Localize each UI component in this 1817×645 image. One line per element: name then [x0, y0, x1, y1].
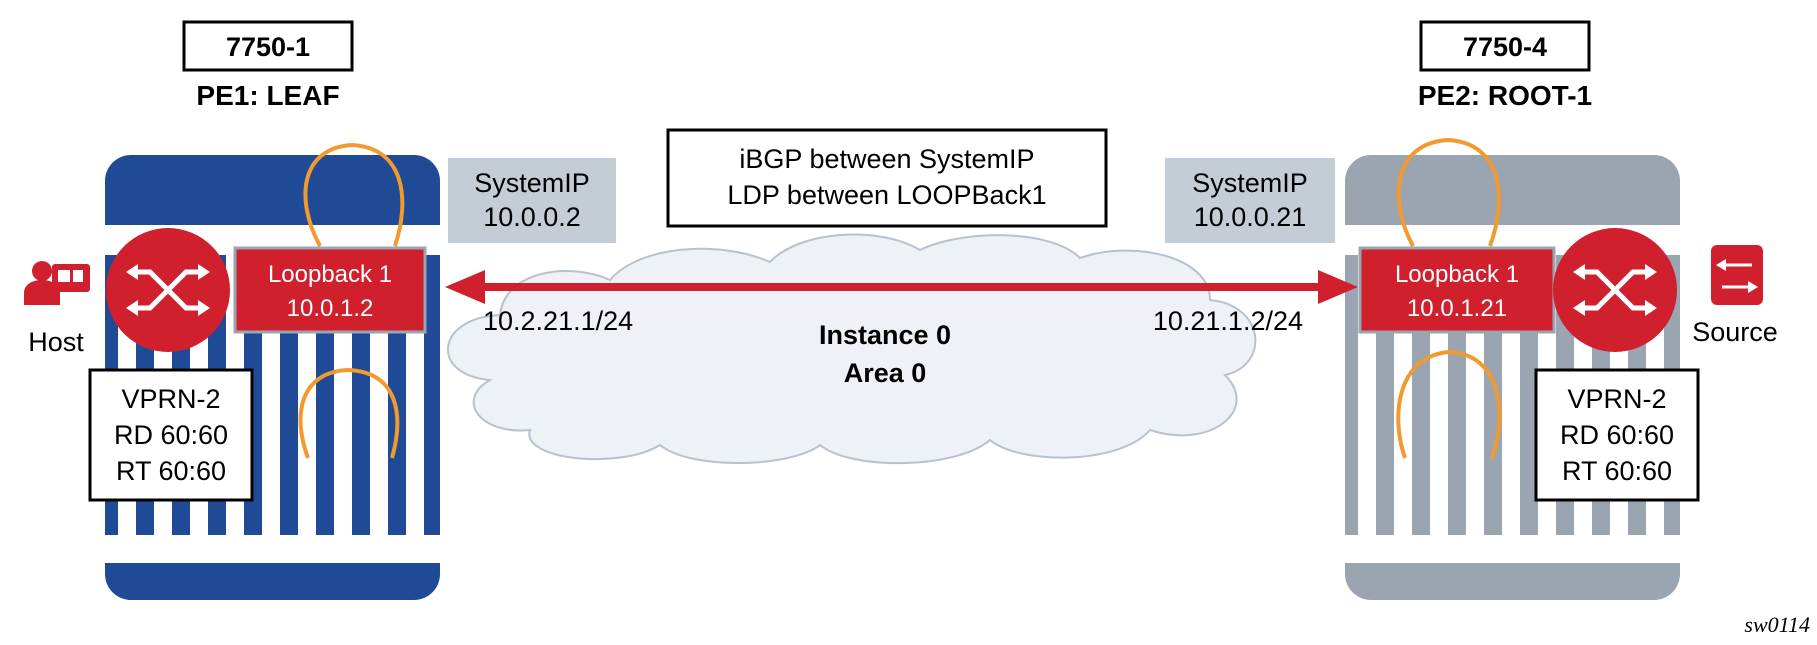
- left-loopback-box: [233, 246, 427, 334]
- left-vprn-box: [88, 368, 254, 502]
- right-vprn-rd: RD 60:60: [1560, 420, 1674, 450]
- left-systemip-label: SystemIP: [474, 168, 590, 198]
- left-vprn-name: VPRN-2: [121, 384, 220, 414]
- loop-icons: [298, 137, 1502, 459]
- left-systemip-box: [448, 158, 616, 243]
- right-loopback-ip: 10.0.1.21: [1407, 295, 1507, 322]
- left-loopback-label: Loopback 1: [268, 261, 392, 288]
- right-interface-ip: 10.21.1.2/24: [1153, 306, 1303, 336]
- right-systemip-value: 10.0.0.21: [1194, 202, 1307, 232]
- left-top-loop-icon: [303, 142, 405, 247]
- right-router-icon: [1553, 228, 1677, 352]
- right-vprn-box: [1534, 368, 1700, 502]
- host-icon: [24, 261, 90, 305]
- right-model-box: [1419, 20, 1591, 72]
- cloud-instance-label: Instance 0: [819, 320, 951, 350]
- right-role-label: PE2: ROOT-1: [1418, 80, 1592, 111]
- figure-id: sw0114: [1744, 612, 1810, 637]
- protocol-line-1: iBGP between SystemIP: [739, 144, 1034, 174]
- left-model-box: [182, 20, 354, 72]
- left-role-label: PE1: LEAF: [196, 80, 339, 111]
- left-interface-ip: 10.2.21.1/24: [483, 306, 633, 336]
- left-model-label: 7750-1: [226, 32, 310, 62]
- left-systemip-value: 10.0.0.2: [483, 202, 581, 232]
- source-label: Source: [1692, 317, 1778, 347]
- right-top-loop-icon: [1396, 137, 1501, 247]
- left-router-icon: [106, 228, 230, 352]
- host-label: Host: [28, 327, 84, 357]
- right-systemip-label: SystemIP: [1192, 168, 1308, 198]
- right-vprn-name: VPRN-2: [1567, 384, 1666, 414]
- left-bottom-loop-icon: [298, 367, 400, 459]
- right-loopback-label: Loopback 1: [1395, 261, 1519, 288]
- right-bottom-loop-icon: [1396, 349, 1502, 459]
- protocol-line-2: LDP between LOOPBack1: [727, 180, 1046, 210]
- right-model-label: 7750-4: [1463, 32, 1547, 62]
- right-systemip-box: [1165, 158, 1335, 243]
- left-vprn-rt: RT 60:60: [116, 456, 226, 486]
- cloud-area-label: Area 0: [844, 358, 927, 388]
- protocol-box: [666, 128, 1108, 228]
- right-loopback-box: [1358, 246, 1556, 334]
- link-arrow: [445, 270, 1358, 304]
- ospf-cloud: [447, 233, 1257, 465]
- left-loopback-ip: 10.0.1.2: [287, 295, 374, 322]
- left-vprn-rd: RD 60:60: [114, 420, 228, 450]
- source-icon: [1711, 245, 1763, 305]
- right-vprn-rt: RT 60:60: [1562, 456, 1672, 486]
